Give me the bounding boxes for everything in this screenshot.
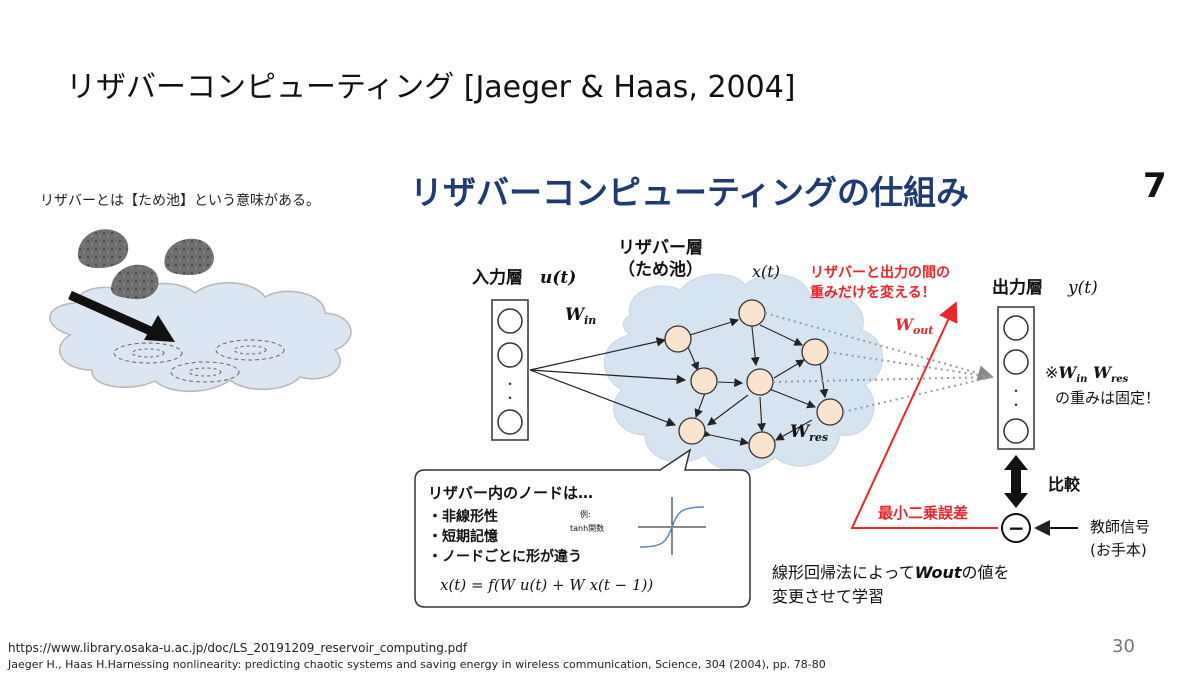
ripple bbox=[131, 348, 165, 358]
left-caption: リザバーとは【ため池】という意味がある。 bbox=[40, 193, 320, 209]
tanh-curve bbox=[639, 506, 705, 548]
input-node bbox=[497, 308, 523, 334]
output-connection bbox=[842, 376, 993, 413]
w-out-label: Wout bbox=[895, 315, 933, 337]
pond-shape bbox=[49, 282, 352, 393]
error-node bbox=[1001, 513, 1031, 543]
ripple bbox=[170, 361, 240, 383]
reservoir-node bbox=[738, 299, 766, 327]
callout-formula: x(t) = f(W u(t) + W x(t − 1)) bbox=[440, 576, 653, 594]
res-connection bbox=[746, 318, 760, 367]
vertical-dot: ・ bbox=[1010, 398, 1022, 412]
reservoir-var: x(t) bbox=[752, 262, 780, 281]
inner-slide-number: 7 bbox=[1143, 166, 1167, 206]
ripple bbox=[113, 342, 183, 364]
reference-citation: Jaeger H., Haas H.Harnessing nonlinearit… bbox=[8, 658, 826, 671]
w-in-label: Win bbox=[565, 305, 596, 327]
regression-line1: 線形回帰法によってWoutの値を bbox=[772, 563, 1010, 582]
input-connection bbox=[529, 369, 687, 385]
reservoir-node bbox=[690, 367, 718, 395]
output-node bbox=[1003, 418, 1029, 444]
least-squares-label: 最小二乗誤差 bbox=[878, 504, 968, 522]
reservoir-label-1: リザバー層 bbox=[618, 238, 703, 258]
input-connection bbox=[529, 369, 677, 427]
res-connection bbox=[775, 419, 813, 441]
diagram-title: リザバーコンピューティングの仕組み bbox=[410, 173, 970, 212]
vertical-dot: ・ bbox=[1010, 384, 1022, 398]
output-node bbox=[1003, 315, 1029, 341]
res-connection bbox=[773, 359, 805, 379]
reservoir-node bbox=[801, 338, 829, 366]
callout-bullet: ・短期記憶 bbox=[428, 528, 498, 545]
ripple bbox=[215, 339, 285, 361]
vertical-dot: ・ bbox=[504, 377, 516, 391]
reservoir-node bbox=[748, 431, 776, 459]
compare-label: 比較 bbox=[1048, 475, 1081, 494]
pond-illustration bbox=[49, 229, 352, 393]
fixed-note-line2: の重みは固定！ bbox=[1055, 389, 1160, 407]
reservoir-node bbox=[746, 368, 774, 396]
teacher-line1: 教師信号 bbox=[1090, 518, 1150, 536]
res-connection bbox=[694, 392, 706, 419]
slide-title: リザバーコンピューティング [Jaeger & Haas, 2004] bbox=[66, 70, 796, 105]
reservoir-node bbox=[816, 398, 844, 426]
res-connection bbox=[701, 429, 750, 446]
reservoir-node bbox=[664, 325, 692, 353]
res-connection bbox=[759, 324, 803, 346]
ripple bbox=[188, 367, 222, 377]
red-note-line2: 重みだけを変える！ bbox=[810, 284, 936, 301]
res-connection bbox=[687, 346, 699, 372]
callout-bullet: ・非線形性 bbox=[428, 508, 498, 525]
input-node bbox=[497, 342, 523, 368]
input-connection bbox=[529, 337, 667, 371]
stone-icon bbox=[77, 229, 129, 269]
res-connection bbox=[757, 396, 766, 433]
output-layer-var: y(t) bbox=[1067, 278, 1098, 298]
minus-symbol: − bbox=[1008, 516, 1025, 540]
output-layer-label: 出力層 bbox=[992, 277, 1043, 298]
reservoir-label-2: （ため池） bbox=[618, 259, 703, 280]
page-number: 30 bbox=[1112, 636, 1135, 657]
output-connection bbox=[827, 351, 993, 378]
output-connection bbox=[772, 376, 993, 383]
throw-arrow-line bbox=[68, 290, 157, 338]
input-layer-var: u(t) bbox=[540, 268, 576, 288]
callout-heading: リザバー内のノードは… bbox=[428, 484, 593, 502]
ripple bbox=[233, 345, 267, 355]
reservoir-node bbox=[678, 417, 706, 445]
compare-arrow bbox=[1004, 455, 1028, 508]
stone-icon bbox=[110, 264, 159, 300]
res-connection bbox=[707, 394, 749, 426]
callout-box bbox=[414, 448, 751, 608]
callout-bullet: ・ノードごとに形が違う bbox=[428, 548, 582, 565]
w-res-label: Wres bbox=[790, 422, 828, 444]
res-connection bbox=[717, 378, 744, 388]
input-node bbox=[497, 409, 523, 435]
example-label: 例: bbox=[580, 509, 591, 519]
output-node bbox=[1003, 349, 1029, 375]
teacher-line2: (お手本) bbox=[1090, 541, 1147, 559]
res-connection bbox=[763, 383, 817, 409]
reference-link[interactable]: https://www.library.osaka-u.ac.jp/doc/LS… bbox=[8, 641, 468, 655]
stone-icon bbox=[164, 238, 214, 275]
throw-arrow-head bbox=[144, 315, 175, 342]
res-connection bbox=[681, 318, 740, 342]
learning-arrow bbox=[850, 301, 998, 529]
vertical-dot: ・ bbox=[504, 391, 516, 405]
fixed-note-line1: ※Win Wres bbox=[1045, 363, 1129, 385]
red-note-line1: リザバーと出力の間の bbox=[810, 264, 950, 281]
regression-line2: 変更させて学習 bbox=[772, 587, 884, 606]
input-layer-label: 入力層 bbox=[472, 267, 523, 288]
reservoir-diagram: 入力層 u(t) リザバー層 （ため池） x(t) 出力層 y(t) リザバーと… bbox=[414, 238, 1160, 608]
example-label-2: tanh関数 bbox=[570, 523, 604, 533]
